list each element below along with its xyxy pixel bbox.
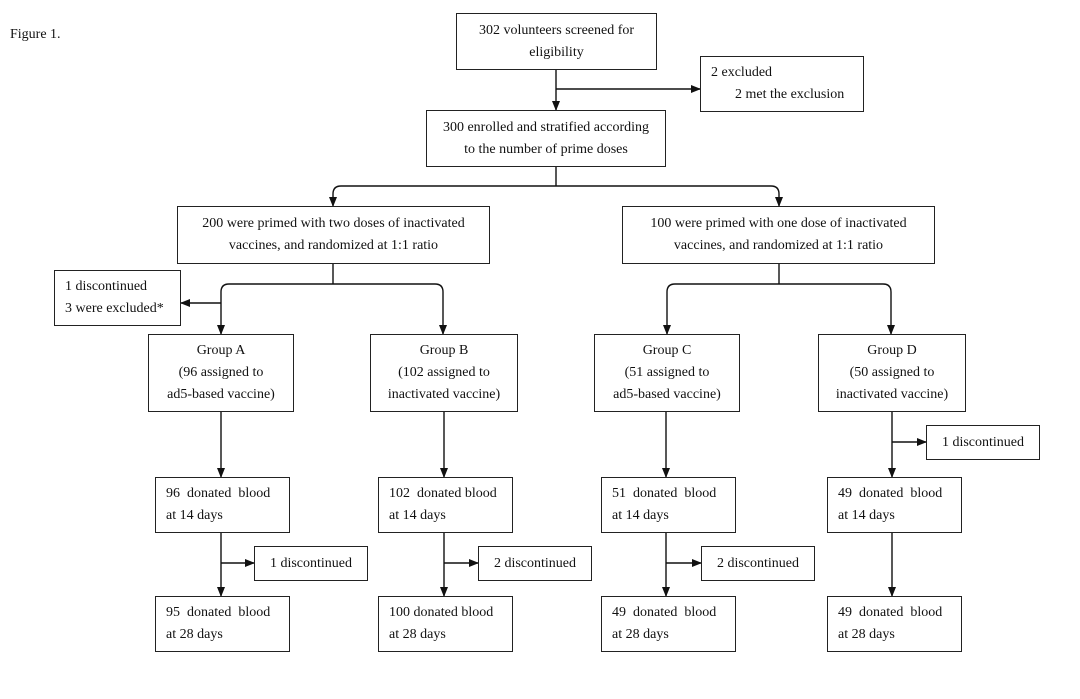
screened-box: 302 volunteers screened for eligibility: [456, 13, 657, 70]
enrolled-line-1: 300 enrolled and stratified according: [442, 119, 650, 135]
arrow-to-one-dose: [556, 185, 783, 207]
discontinued-excluded-line-1: 1 discontinued: [65, 279, 148, 294]
discontinued-excluded-box: 1 discontinued 3 were excluded*: [54, 270, 181, 326]
two-doses-line-1: 200 were primed with two doses of inacti…: [202, 216, 465, 231]
group-d-28-day-box: 49 donated blood at 28 days: [827, 596, 962, 652]
group-a-14-line-1: 96 donated blood: [166, 486, 271, 501]
arrow-to-two-doses: [329, 185, 556, 207]
group-a-line-1: Group A: [196, 343, 246, 358]
group-c-line-3: ad5-based vaccine): [613, 387, 721, 402]
group-b-box: Group B (102 assigned to inactivated vac…: [370, 334, 518, 412]
group-c-28-day-box: 49 donated blood at 28 days: [601, 596, 736, 652]
group-a-line-3: ad5-based vaccine): [167, 387, 275, 402]
group-a-14-line-2: at 14 days: [166, 508, 223, 523]
group-c-14-line-2: at 14 days: [612, 508, 669, 523]
group-a-28-day-box: 95 donated blood at 28 days: [155, 596, 290, 652]
group-d-14-line-2: at 14 days: [838, 508, 895, 523]
one-dose-line-1: 100 were primed with one dose of inactiv…: [650, 216, 907, 231]
group-c-discontinued-box: 2 discontinued: [701, 546, 815, 581]
group-d-line-1: Group D: [867, 343, 917, 358]
excluded-line-2: 2 met the exclusion: [735, 87, 845, 102]
group-c-line-2: (51 assigned to: [624, 365, 710, 380]
screened-line-1: 302 volunteers screened for: [478, 22, 635, 38]
group-b-discontinued-box: 2 discontinued: [478, 546, 592, 581]
group-d-line-2: (50 assigned to: [849, 365, 935, 380]
one-dose-box: 100 were primed with one dose of inactiv…: [622, 206, 935, 264]
group-a-28-line-2: at 28 days: [166, 627, 223, 642]
group-b-28-line-1: 100 donated blood: [389, 605, 494, 620]
group-a-box: Group A (96 assigned to ad5-based vaccin…: [148, 334, 294, 412]
excluded-line-1: 2 excluded: [711, 65, 773, 80]
group-b-28-line-2: at 28 days: [389, 627, 446, 642]
arrow-to-group-d: [779, 283, 895, 335]
group-b-discontinued-text: 2 discontinued: [493, 555, 577, 571]
group-c-box: Group C (51 assigned to ad5-based vaccin…: [594, 334, 740, 412]
group-c-14-day-box: 51 donated blood at 14 days: [601, 477, 736, 533]
group-d-box: Group D (50 assigned to inactivated vacc…: [818, 334, 966, 412]
figure-label: Figure 1.: [10, 27, 61, 42]
group-d-line-3: inactivated vaccine): [835, 387, 949, 402]
two-doses-box: 200 were primed with two doses of inacti…: [177, 206, 490, 264]
group-c-14-line-1: 51 donated blood: [612, 486, 717, 501]
group-d-14-day-box: 49 donated blood at 14 days: [827, 477, 962, 533]
group-b-line-3: inactivated vaccine): [387, 387, 501, 402]
arrow-to-group-c: [663, 283, 779, 335]
group-d-discontinued-box: 1 discontinued: [926, 425, 1040, 460]
group-c-discontinued-text: 2 discontinued: [716, 555, 800, 571]
group-b-line-1: Group B: [419, 343, 469, 358]
group-d-28-line-1: 49 donated blood: [838, 605, 943, 620]
screened-line-2: eligibility: [529, 44, 584, 60]
discontinued-excluded-line-2: 3 were excluded*: [65, 301, 164, 316]
group-b-line-2: (102 assigned to: [398, 365, 490, 380]
group-a-discontinued-box: 1 discontinued: [254, 546, 368, 581]
group-c-28-line-1: 49 donated blood: [612, 605, 717, 620]
group-d-discontinued-text: 1 discontinued: [941, 434, 1025, 450]
group-b-14-day-box: 102 donated blood at 14 days: [378, 477, 513, 533]
group-b-28-day-box: 100 donated blood at 28 days: [378, 596, 513, 652]
group-d-14-line-1: 49 donated blood: [838, 486, 943, 501]
group-d-28-line-2: at 28 days: [838, 627, 895, 642]
group-b-14-line-1: 102 donated blood: [389, 486, 497, 501]
two-doses-line-2: vaccines, and randomized at 1:1 ratio: [228, 238, 439, 253]
excluded-box: 2 excluded 2 met the exclusion: [700, 56, 864, 112]
group-a-line-2: (96 assigned to: [178, 365, 264, 380]
group-b-14-line-2: at 14 days: [389, 508, 446, 523]
group-a-28-line-1: 95 donated blood: [166, 605, 271, 620]
enrolled-line-2: to the number of prime doses: [464, 141, 628, 157]
group-a-discontinued-text: 1 discontinued: [269, 555, 353, 571]
one-dose-line-2: vaccines, and randomized at 1:1 ratio: [673, 238, 884, 253]
arrow-to-group-b: [333, 283, 447, 335]
enrolled-box: 300 enrolled and stratified according to…: [426, 110, 666, 167]
group-a-14-day-box: 96 donated blood at 14 days: [155, 477, 290, 533]
arrow-to-group-a: [217, 283, 333, 335]
group-c-line-1: Group C: [642, 343, 692, 358]
group-c-28-line-2: at 28 days: [612, 627, 669, 642]
